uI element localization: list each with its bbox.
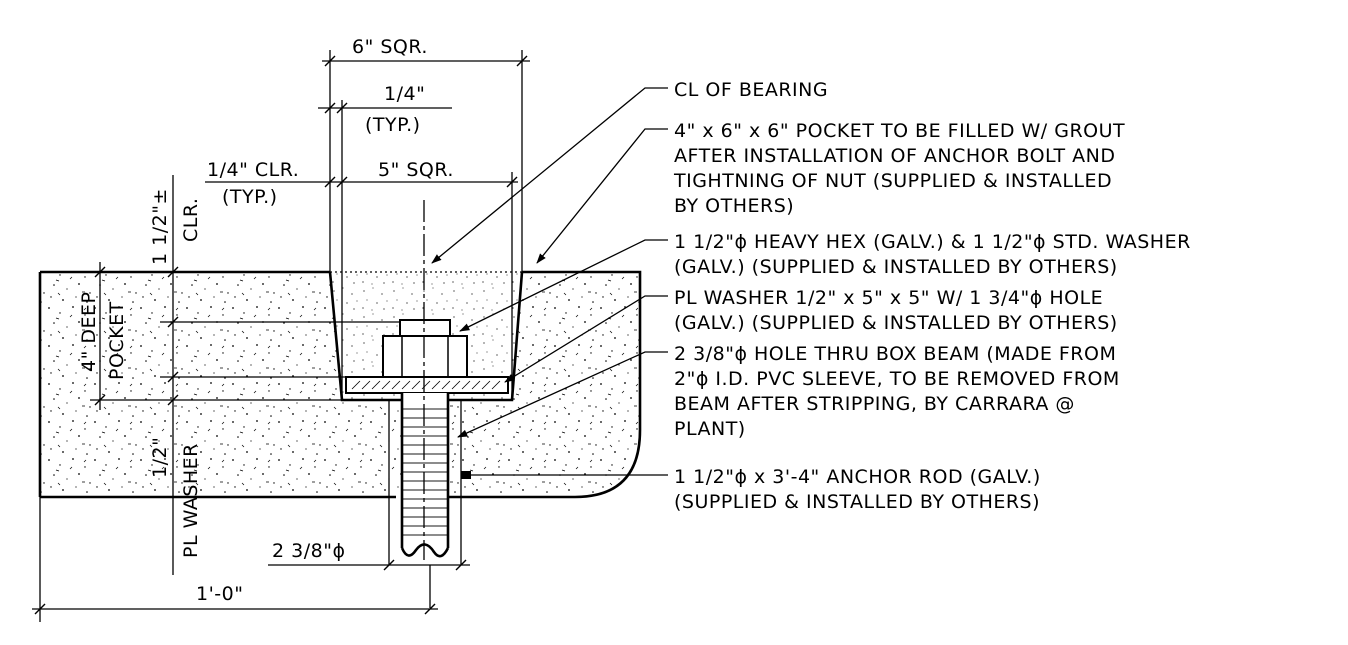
- note-hole-line-2: 2"ϕ I.D. PVC SLEEVE, TO BE REMOVED FROM: [674, 368, 1120, 390]
- heavy-hex-nut: [382, 319, 468, 378]
- note-centerline: CL OF BEARING: [674, 79, 828, 101]
- note-washer-line-1: PL WASHER 1/2" x 5" x 5" W/ 1 3/4"ϕ HOLE: [674, 287, 1103, 309]
- dim-quarter-top: 1/4": [384, 83, 425, 105]
- dim-pl-washer: PL WASHER: [180, 443, 202, 558]
- note-hole-line-1: 2 3/8"ϕ HOLE THRU BOX BEAM (MADE FROM: [674, 343, 1116, 365]
- note-hole-line-3: BEAM AFTER STRIPPING, BY CARRARA @: [674, 393, 1075, 415]
- note-hole-line-4: PLANT): [674, 418, 746, 440]
- pvc-sleeve-hole: [388, 400, 462, 565]
- dim-typ-top: (TYP.): [365, 114, 421, 136]
- plate-washer: [345, 376, 509, 394]
- dim-pocket: POCKET: [106, 301, 128, 380]
- dim-six-sqr: 6" SQR.: [352, 36, 428, 58]
- dim-one-foot: 1'-0": [196, 583, 244, 605]
- note-rod-line-2: (SUPPLIED & INSTALLED BY OTHERS): [674, 491, 1040, 513]
- dim-typ-left: (TYP.): [222, 186, 278, 208]
- dim-quarter-clr: 1/4" CLR.: [207, 159, 299, 181]
- note-pocket-line-4: BY OTHERS): [674, 195, 794, 217]
- note-rod-line-1: 1 1/2"ϕ x 3'-4" ANCHOR ROD (GALV.): [674, 466, 1041, 488]
- note-pocket-line-1: 4" x 6" x 6" POCKET TO BE FILLED W/ GROU…: [674, 120, 1125, 142]
- note-nut-line-1: 1 1/2"ϕ HEAVY HEX (GALV.) & 1 1/2"ϕ STD.…: [674, 231, 1191, 253]
- dimension-lines: [32, 50, 530, 622]
- bearing-centerline: [423, 200, 431, 608]
- dim-five-sqr: 5" SQR.: [378, 159, 454, 181]
- dimension-labels: 6" SQR. 1/4" (TYP.) 1/4" CLR. (TYP.) 5" …: [78, 36, 454, 605]
- note-pocket-line-2: AFTER INSTALLATION OF ANCHOR BOLT AND: [674, 145, 1116, 167]
- leader-lines: [431, 87, 668, 479]
- dim-clr: CLR.: [180, 198, 202, 242]
- dim-half: 1/2": [149, 437, 171, 478]
- note-washer-line-2: (GALV.) (SUPPLIED & INSTALLED BY OTHERS): [674, 312, 1118, 334]
- anchor-rod: [400, 393, 450, 558]
- callout-notes: CL OF BEARING 4" x 6" x 6" POCKET TO BE …: [673, 79, 1191, 513]
- dim-four-deep: 4" DEEP: [78, 292, 100, 372]
- note-nut-line-2: (GALV.) (SUPPLIED & INSTALLED BY OTHERS): [674, 256, 1118, 278]
- dim-hole-dia: 2 3/8"ϕ: [272, 540, 345, 562]
- dim-one-half-pm: 1 1/2"±: [149, 188, 171, 265]
- note-pocket-line-3: TIGHTNING OF NUT (SUPPLIED & INSTALLED: [673, 170, 1112, 192]
